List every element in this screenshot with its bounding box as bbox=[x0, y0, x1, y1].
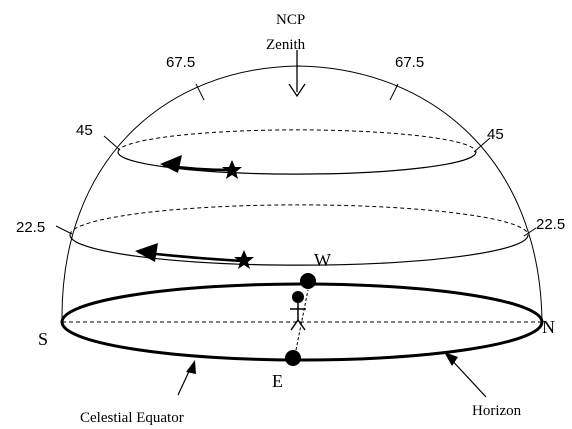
altitude-22-back bbox=[69, 204, 529, 236]
star-path-22 bbox=[135, 243, 254, 269]
arrow-icon bbox=[186, 360, 196, 374]
altitude-label-67-left: 67.5 bbox=[166, 54, 195, 71]
tick-45-right bbox=[473, 137, 491, 153]
horizon-front bbox=[60, 321, 544, 362]
tick-67-left bbox=[195, 83, 205, 101]
arrow-icon bbox=[160, 155, 182, 173]
altitude-45-back bbox=[117, 129, 477, 153]
direction-south: S bbox=[38, 329, 48, 349]
horizon-pointer bbox=[447, 355, 487, 398]
altitude-label-67-right: 67.5 bbox=[395, 54, 424, 71]
dome-outline bbox=[61, 65, 543, 323]
altitude-label-22-right: 22.5 bbox=[536, 216, 565, 233]
altitude-label-45-right: 45 bbox=[487, 126, 504, 143]
east-point bbox=[285, 350, 301, 366]
arrow-icon bbox=[444, 352, 458, 366]
zenith-arrow-head bbox=[288, 83, 306, 98]
direction-north: N bbox=[542, 317, 555, 337]
star-icon bbox=[234, 250, 254, 269]
altitude-label-22-left: 22.5 bbox=[16, 219, 45, 236]
ncp-label: NCP bbox=[276, 12, 305, 28]
tick-22-right bbox=[523, 227, 537, 237]
west-point bbox=[300, 273, 316, 289]
horizon-back bbox=[60, 282, 544, 323]
celestial-equator-label: Celestial Equator bbox=[80, 410, 184, 426]
star-path-45 bbox=[160, 155, 242, 179]
star-icon bbox=[222, 160, 242, 179]
tick-45-left bbox=[103, 135, 121, 151]
direction-east: E bbox=[272, 371, 283, 391]
observer-head bbox=[292, 291, 304, 303]
horizon-label: Horizon bbox=[472, 403, 522, 419]
arrow-icon bbox=[135, 243, 158, 262]
zenith-label: Zenith bbox=[266, 37, 306, 53]
tick-67-right bbox=[389, 83, 399, 101]
altitude-label-45-left: 45 bbox=[76, 122, 93, 139]
tick-22-left bbox=[55, 225, 73, 235]
altitude-22-front bbox=[69, 234, 529, 266]
direction-west: W bbox=[314, 250, 331, 270]
altitude-45-front bbox=[117, 151, 477, 175]
equator-dashed-line bbox=[295, 289, 309, 351]
person-icon bbox=[290, 303, 306, 331]
